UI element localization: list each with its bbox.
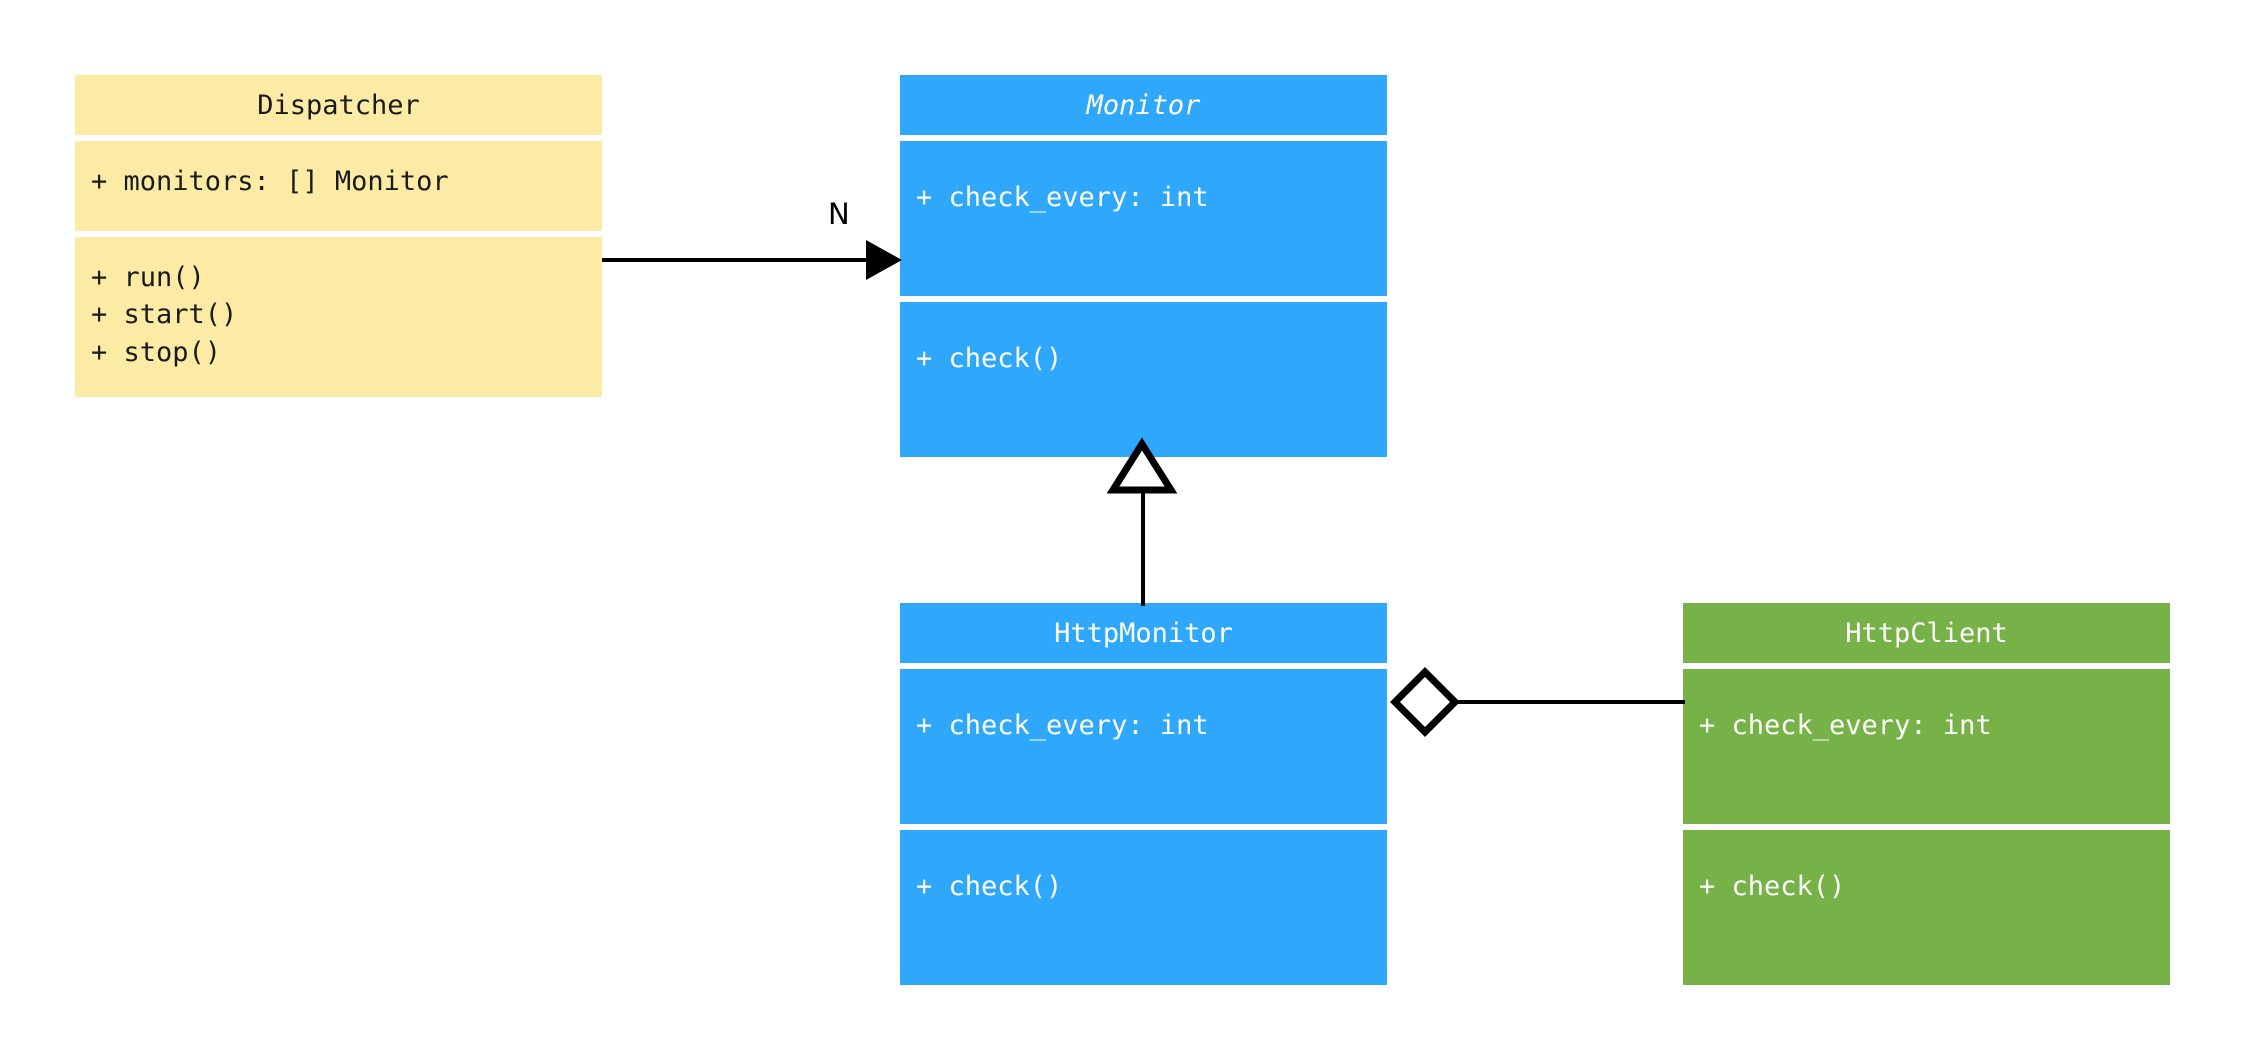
attribute-row: + check_every: int — [916, 182, 1209, 213]
generalization-line-httpmonitor-monitor — [1141, 488, 1145, 606]
association-multiplicity-label: N — [828, 197, 850, 231]
class-methods-monitor: + check() — [900, 302, 1387, 457]
method-row: + check() — [916, 343, 1063, 374]
class-name-dispatcher: Dispatcher — [75, 75, 602, 135]
attribute-row: + check_every: int — [916, 710, 1209, 741]
attribute-row: + monitors: [] Monitor — [91, 166, 449, 197]
method-row: + check() — [1699, 871, 1846, 902]
class-name-httpclient: HttpClient — [1683, 603, 2170, 663]
hollow-triangle-head-icon — [1106, 437, 1178, 494]
class-box-dispatcher[interactable]: Dispatcher + monitors: [] Monitor + run(… — [75, 75, 602, 397]
class-box-httpmonitor[interactable]: HttpMonitor + check_every: int + check() — [900, 603, 1387, 985]
method-row: + run() — [91, 262, 205, 293]
class-methods-dispatcher: + run() + start() + stop() — [75, 237, 602, 397]
method-row: + stop() — [91, 336, 222, 368]
aggregation-line-httpmonitor-httpclient — [1453, 700, 1685, 704]
class-attributes-httpmonitor: + check_every: int — [900, 669, 1387, 824]
class-box-httpclient[interactable]: HttpClient + check_every: int + check() — [1683, 603, 2170, 985]
method-row: + check() — [916, 871, 1063, 902]
class-methods-httpclient: + check() — [1683, 830, 2170, 985]
class-attributes-httpclient: + check_every: int — [1683, 669, 2170, 824]
class-box-monitor[interactable]: Monitor + check_every: int + check() — [900, 75, 1387, 457]
class-name-monitor: Monitor — [900, 75, 1387, 135]
class-methods-httpmonitor: + check() — [900, 830, 1387, 985]
association-line-dispatcher-monitor — [602, 258, 874, 262]
hollow-diamond-icon — [1390, 667, 1460, 737]
class-name-httpmonitor: HttpMonitor — [900, 603, 1387, 663]
method-row: + start() — [91, 299, 238, 331]
solid-arrow-head-icon — [866, 240, 902, 280]
class-attributes-dispatcher: + monitors: [] Monitor — [75, 141, 602, 231]
attribute-row: + check_every: int — [1699, 710, 1992, 741]
class-attributes-monitor: + check_every: int — [900, 141, 1387, 296]
